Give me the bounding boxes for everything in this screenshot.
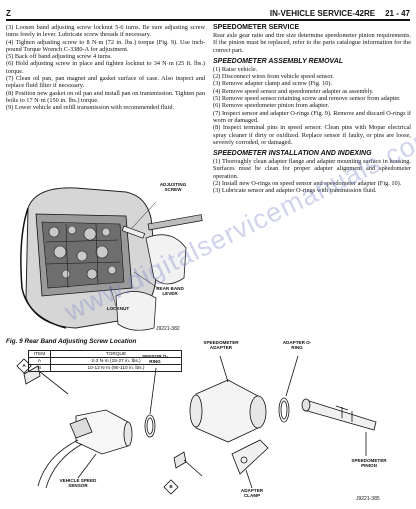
callout-adapter-clamp: ADAPTER CLAMP (240, 488, 264, 499)
table-row: B 10-12 N·m (90-110 in. lbs.) (28, 364, 182, 372)
install-step-3: (3) Lubricate sensor and adapter O-rings… (213, 187, 377, 195)
section-removal-title: SPEEDOMETER ASSEMBLY REMOVAL (213, 57, 344, 65)
marker-b: B (169, 484, 173, 489)
left-column: (3) Loosen band adjusting screw locknut … (6, 24, 205, 112)
removal-step-6: (6) Remove speedometer pinion from adapt… (213, 102, 330, 110)
install-step-1: (1) Thoroughly clean adapter flange and … (213, 158, 411, 180)
torque-table-header: ITEM TORQUE (28, 350, 182, 358)
step-7: (7) Clean oil pan, pan magnet and gasket… (6, 75, 205, 90)
figure-9: ADJUSTING SCREW REAR BAND LEVER LOCKNUT … (6, 178, 205, 336)
step-9: (9) Lower vehicle and refill transmissio… (6, 104, 175, 112)
callout-speedometer-adapter: SPEEDOMETER ADAPTER (203, 340, 239, 351)
torque-table: ITEM TORQUE A 2-3 N·m (15-27 in. lbs.) B… (28, 350, 182, 372)
step-3: (3) Loosen band adjusting screw locknut … (6, 24, 205, 39)
torque-item-b: B (28, 364, 51, 372)
section-installation-title: SPEEDOMETER INSTALLATION AND INDEXING (213, 150, 372, 158)
figure-9-caption: Fig. 9 Rear Band Adjusting Screw Locatio… (6, 338, 137, 345)
callout-adapter-oring: ADAPTER O-RING (282, 340, 312, 351)
removal-step-4: (4) Remove speed sensor and speedometer … (213, 87, 374, 95)
figure-10-id: J9221-385 (356, 496, 380, 502)
torque-header-torque: TORQUE (50, 350, 182, 358)
header-page-number: 21 - 47 (385, 9, 410, 18)
page-header: Z IN-VEHICLE SERVICE-42RE 21 - 47 (6, 4, 410, 18)
header-right: IN-VEHICLE SERVICE-42RE 21 - 47 (270, 9, 410, 18)
callout-vehicle-speed-sensor: VEHICLE SPEED SENSOR (59, 478, 97, 489)
torque-header-item: ITEM (28, 350, 51, 358)
header-left-marker: Z (6, 9, 11, 18)
install-step-2: (2) Install new O-rings on speed sensor … (213, 180, 402, 188)
table-row: A 2-3 N·m (15-27 in. lbs.) (28, 357, 182, 365)
removal-step-3: (3) Remove adapter clamp and screw (Fig.… (213, 80, 333, 88)
torque-value-b: 10-12 N·m (90-110 in. lbs.) (50, 364, 182, 372)
removal-step-1: (1) Raise vehicle. (213, 65, 258, 73)
callout-rear-band-lever: REAR BAND LEVER (156, 286, 184, 297)
step-5: (5) Back off band adjusting screw 4 turn… (6, 53, 112, 61)
header-section: IN-VEHICLE SERVICE-42RE (269, 9, 376, 18)
header-rule (6, 19, 410, 21)
torque-value-a: 2-3 N·m (15-27 in. lbs.) (50, 357, 182, 365)
removal-step-8: (8) Inspect terminal pins in speed senso… (213, 124, 411, 146)
removal-step-7: (7) Inspect sensor and adapter O-rings (… (213, 109, 411, 124)
step-6: (6) Hold adjusting screw in place and ti… (6, 60, 205, 75)
removal-step-5: (5) Remove speed sensor retaining screw … (213, 95, 401, 103)
figure-10-illustration (16, 355, 377, 495)
figure-9-illustration (6, 178, 205, 336)
figure-9-id: J9221-382 (156, 326, 180, 332)
removal-step-2: (2) Disconnect wires from vehicle speed … (213, 73, 334, 81)
step-4: (4) Tighten adjusting screw to 8 N·m (72… (6, 38, 205, 53)
marker-a: A (22, 363, 26, 368)
step-8: (8) Position new gasket on oil pan and i… (6, 89, 205, 104)
speedometer-service-text: Rear axle gear ratio and tire size deter… (213, 32, 411, 54)
callout-speedometer-pinion: SPEEDOMETER PINION (351, 458, 387, 469)
section-speedometer-service-title: SPEEDOMETER SERVICE (213, 24, 300, 31)
callout-locknut: LOCKNUT (106, 306, 130, 311)
right-column: SPEEDOMETER SERVICE Rear axle gear ratio… (213, 24, 411, 195)
callout-adjusting-screw: ADJUSTING SCREW (159, 182, 187, 193)
torque-item-a: A (28, 357, 51, 365)
